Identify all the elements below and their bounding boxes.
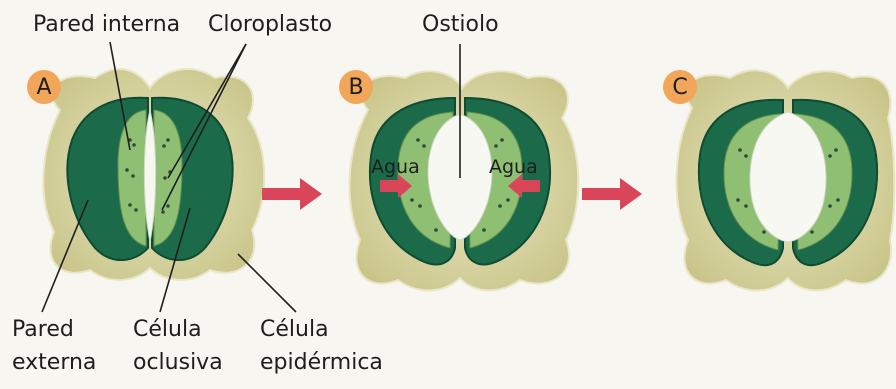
leader-celula-epidermica bbox=[238, 254, 296, 312]
label-pared-externa-2: externa bbox=[12, 350, 96, 376]
label-celula-oclusiva-2: oclusiva bbox=[133, 350, 223, 376]
label-agua-right: Agua bbox=[489, 156, 538, 178]
label-cloroplasto: Cloroplasto bbox=[208, 12, 332, 38]
badge-b: B bbox=[339, 70, 373, 104]
badge-c: C bbox=[663, 70, 697, 104]
panel-c-stoma bbox=[676, 70, 894, 290]
label-celula-epidermica-2: epidérmica bbox=[260, 350, 383, 376]
guard-cells-a bbox=[67, 98, 232, 260]
arrow-a-to-b bbox=[262, 178, 322, 210]
label-celula-epidermica-1: Célula bbox=[260, 317, 329, 343]
panel-a-stoma bbox=[43, 69, 264, 280]
panel-b-stoma bbox=[350, 71, 579, 290]
label-celula-oclusiva-1: Célula bbox=[133, 317, 202, 343]
label-pared-interna: Pared interna bbox=[33, 12, 180, 38]
label-pared-externa-1: Pared bbox=[12, 317, 74, 343]
label-ostiolo: Ostiolo bbox=[422, 12, 499, 38]
arrow-b-to-c bbox=[582, 178, 642, 210]
badge-a: A bbox=[27, 70, 61, 104]
label-agua-left: Agua bbox=[371, 156, 420, 178]
